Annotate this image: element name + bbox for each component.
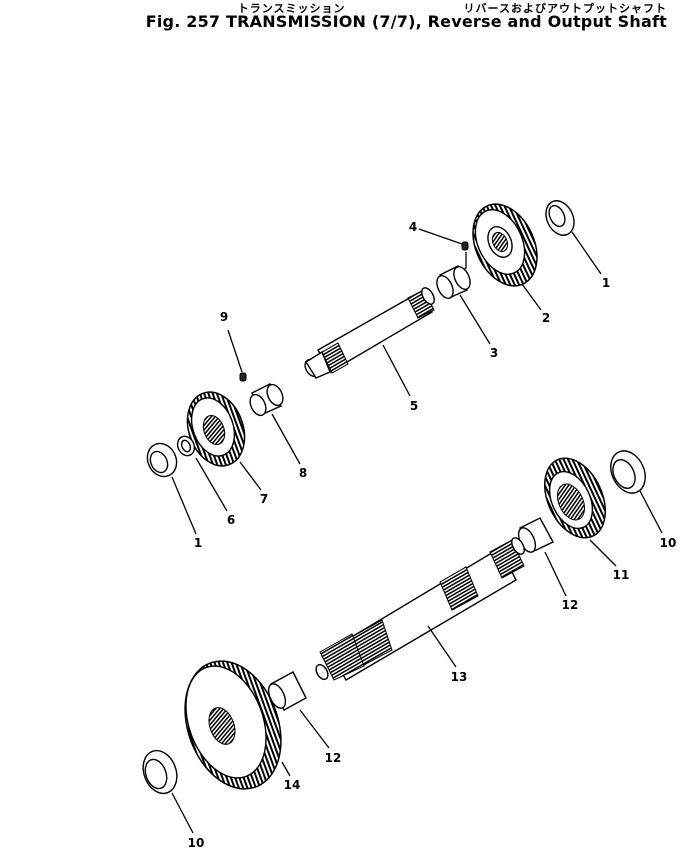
- output-shaft-part-13: [315, 537, 525, 681]
- gear-part-14: [184, 660, 282, 790]
- bushing-part-3: [436, 265, 471, 299]
- callout-12-lower: 12: [325, 751, 342, 765]
- callout-10-lower: 10: [188, 836, 205, 850]
- callout-5: 5: [410, 399, 418, 413]
- figure-title: Fig. 257 TRANSMISSION (7/7), Reverse and…: [146, 13, 667, 31]
- callout-13: 13: [451, 670, 468, 684]
- callout-7: 7: [260, 492, 268, 506]
- bearing-part-1-lower: [146, 442, 178, 478]
- washer-part-6: [176, 435, 196, 457]
- callout-2: 2: [542, 311, 550, 325]
- callout-14: 14: [284, 778, 301, 792]
- callout-3: 3: [490, 346, 498, 360]
- callout-1-lower: 1: [194, 536, 202, 550]
- figure-number: Fig. 257: [145, 12, 221, 31]
- bearing-part-10-upper: [610, 450, 646, 494]
- bearing-part-1-upper: [545, 200, 575, 236]
- pin-part-9: [239, 372, 247, 382]
- japanese-subtitle: トランスミッション リバースおよびアウトプットシャフト: [146, 0, 667, 15]
- callout-1-upper: 1: [602, 276, 610, 290]
- jp-transmission-label: トランスミッション: [237, 2, 346, 15]
- leader-lines: [171, 228, 663, 834]
- figure-name: TRANSMISSION (7/7), Reverse and Output S…: [226, 12, 667, 31]
- callout-10-upper: 10: [660, 536, 677, 550]
- jp-reverse-output-label: リバースおよびアウトプットシャフト: [463, 2, 667, 15]
- gear-part-2: [472, 203, 538, 287]
- figure-title-block: トランスミッション リバースおよびアウトプットシャフト Fig. 257 TRA…: [146, 0, 667, 31]
- callout-4: 4: [409, 220, 417, 234]
- bushing-part-8: [249, 383, 284, 417]
- callout-12-upper: 12: [562, 598, 579, 612]
- callout-6: 6: [227, 513, 235, 527]
- callout-labels: 1 2 3 4 5 9 8 7 6 1 10 11 12 13 12 14 10: [188, 220, 677, 850]
- callout-8: 8: [299, 466, 307, 480]
- shaft-part-5: [304, 287, 435, 379]
- gear-part-7: [186, 391, 246, 467]
- callout-9: 9: [220, 310, 228, 324]
- gear-part-11: [544, 457, 606, 539]
- bearing-part-10-lower: [142, 749, 178, 795]
- callout-11: 11: [613, 568, 630, 582]
